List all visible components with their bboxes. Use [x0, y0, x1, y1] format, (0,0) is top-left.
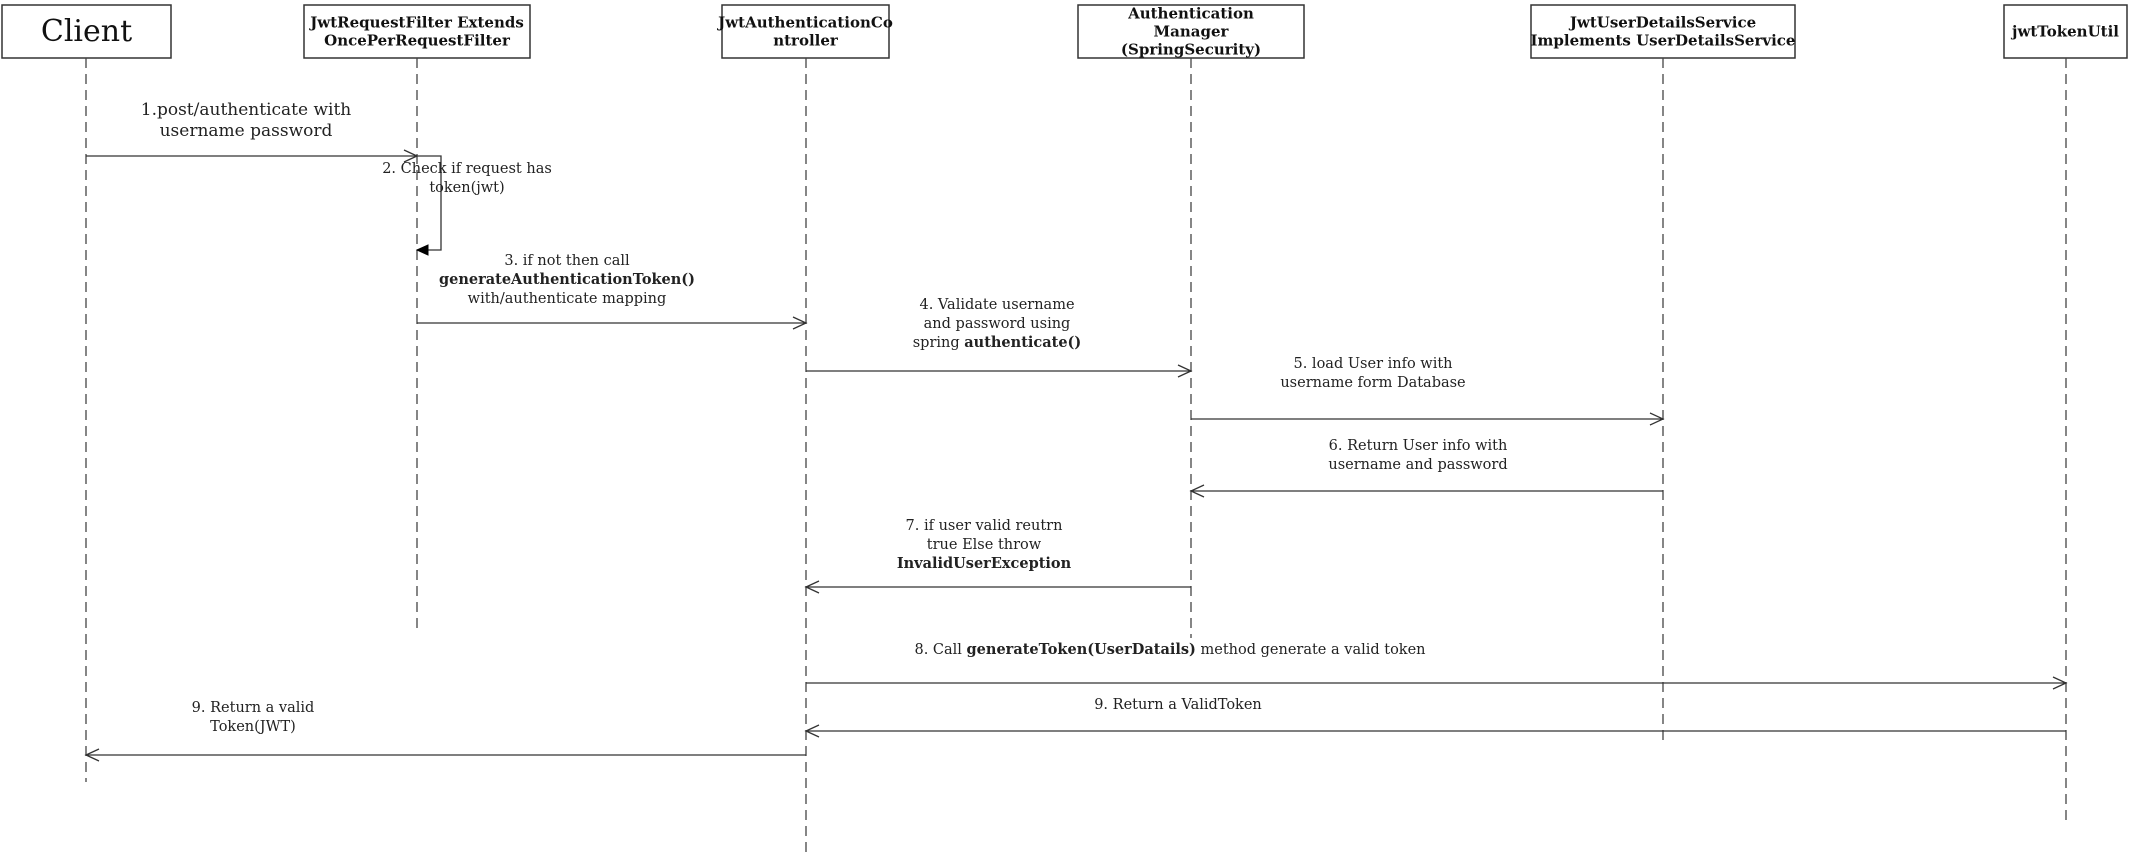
message-label-part: 1.post/authenticate with	[141, 100, 352, 120]
message-m5: 5. load User info with username form Data…	[1191, 356, 1665, 426]
message-label-part: username form Database	[1280, 375, 1465, 391]
actor-label-filter: JwtRequestFilter Extends	[308, 14, 524, 32]
message-label-m8: 8. Call generateToken(UserDatails) metho…	[914, 641, 1425, 658]
actor-label-manager: (SpringSecurity)	[1121, 41, 1261, 59]
message-label-part: username password	[160, 121, 333, 141]
actor-label-filter: OncePerRequestFilter	[324, 32, 511, 50]
message-label-m2: 2. Check if request has	[382, 161, 552, 177]
message-label-part: 9. Return a ValidToken	[1094, 697, 1262, 713]
arrowhead-m6	[1189, 484, 1205, 498]
message-m4: 4. Validate username and password using sp…	[806, 297, 1193, 378]
arrowhead-m9b	[84, 748, 100, 762]
actor-label-manager: Manager	[1154, 23, 1230, 41]
message-m6: 6. Return User info with username and pas…	[1189, 438, 1663, 498]
actor-box-manager	[1077, 4, 1305, 59]
message-label-m3: with/authenticate mapping	[468, 291, 667, 307]
message-label-part: 9. Return a valid	[192, 700, 315, 716]
message-label-m5: 5. load User info with	[1293, 356, 1452, 372]
arrowhead-m8	[2052, 676, 2068, 690]
actor-box-client	[1, 4, 172, 59]
message-label-part: InvalidUserException	[897, 555, 1072, 572]
message-label-m6: username and password	[1328, 457, 1507, 473]
arrowhead-m5	[1649, 412, 1665, 426]
actor-label-client: Client	[41, 14, 132, 49]
message-label-part: 4. Validate username	[919, 297, 1074, 313]
actor-filter: JwtRequestFilter ExtendsOncePerRequestFi…	[303, 4, 531, 59]
message-label-part: spring	[913, 335, 965, 351]
message-label-part: with/authenticate mapping	[468, 291, 667, 307]
message-label-part: method generate a valid token	[1196, 642, 1426, 658]
message-label-part: token(jwt)	[429, 180, 504, 196]
actor-tokenutil: jwtTokenUtil	[2003, 4, 2128, 59]
message-label-m9b: Token(JWT)	[210, 719, 296, 735]
arrowhead-m9a	[804, 724, 820, 738]
actor-label-userdetails: JwtUserDetailsService	[1568, 14, 1756, 32]
message-label-part: generateAuthenticationToken()	[439, 271, 695, 288]
message-label-part: 8. Call	[914, 642, 966, 658]
message-label-part: Token(JWT)	[210, 719, 296, 735]
actor-client: Client	[1, 4, 172, 59]
actor-box-filter	[303, 4, 531, 59]
arrowhead-m7	[804, 580, 820, 594]
message-arrow-m2	[417, 155, 442, 251]
message-label-m7: true Else throw	[927, 537, 1042, 553]
message-label-m9a: 9. Return a ValidToken	[1094, 697, 1262, 713]
message-label-m4: 4. Validate username	[919, 297, 1074, 313]
message-label-part: authenticate()	[964, 334, 1081, 351]
message-label-m2: token(jwt)	[429, 180, 504, 196]
message-label-part: 2. Check if request has	[382, 161, 552, 177]
message-label-m3: 3. if not then call	[504, 253, 630, 269]
message-label-m4: spring authenticate()	[913, 334, 1082, 351]
message-m8: 8. Call generateToken(UserDatails) metho…	[806, 641, 2068, 690]
message-label-m3: generateAuthenticationToken()	[439, 271, 695, 288]
actor-label-controller: ntroller	[773, 32, 839, 50]
actor-label-userdetails: Implements UserDetailsService	[1531, 32, 1796, 50]
message-label-part: 7. if user valid reutrn	[906, 518, 1063, 534]
arrowhead-m2	[415, 244, 429, 256]
message-label-part: true Else throw	[927, 537, 1042, 553]
actor-box-tokenutil	[2003, 4, 2128, 59]
message-label-part: 3. if not then call	[504, 253, 630, 269]
message-m9a: 9. Return a ValidToken	[804, 697, 2066, 738]
message-label-part: username and password	[1328, 457, 1507, 473]
message-m2: 2. Check if request has token(jwt)	[382, 155, 552, 256]
arrowhead-m3	[792, 316, 808, 330]
message-m7: 7. if user valid reutrn true Else throwIn…	[804, 518, 1191, 594]
message-label-part: generateToken(UserDatails)	[967, 641, 1196, 658]
message-label-m4: and password using	[924, 316, 1071, 332]
message-m3: 3. if not then call generateAuthenticatio…	[417, 253, 808, 330]
message-label-m6: 6. Return User info with	[1329, 438, 1508, 454]
actor-label-tokenutil: jwtTokenUtil	[2010, 23, 2119, 41]
message-label-part: 5. load User info with	[1293, 356, 1452, 372]
message-label-m1: username password	[160, 121, 333, 141]
message-label-m9b: 9. Return a valid	[192, 700, 315, 716]
message-label-part: and password using	[924, 316, 1071, 332]
message-label-m5: username form Database	[1280, 375, 1465, 391]
message-label-m7: 7. if user valid reutrn	[906, 518, 1063, 534]
message-label-m7: InvalidUserException	[897, 555, 1072, 572]
actor-label-controller: JwtAuthenticationCo	[716, 14, 893, 32]
arrowhead-m4	[1177, 364, 1193, 378]
message-label-part: 6. Return User info with	[1329, 438, 1508, 454]
message-label-m1: 1.post/authenticate with	[141, 100, 352, 120]
actor-label-manager: Authentication	[1127, 5, 1254, 23]
actor-box-userdetails	[1530, 4, 1796, 59]
